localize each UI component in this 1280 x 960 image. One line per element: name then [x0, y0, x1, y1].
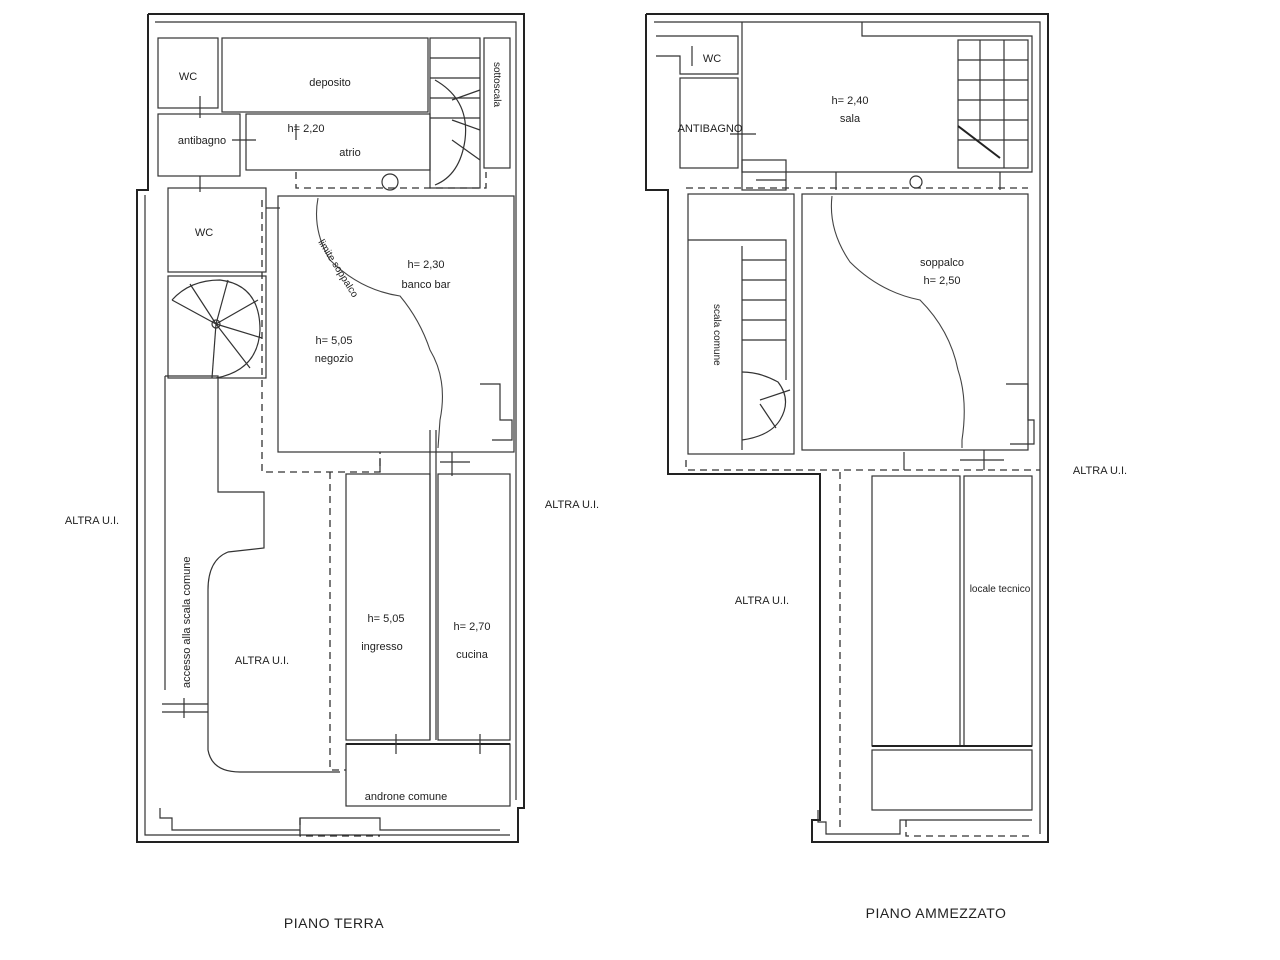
room-wc-mid: [167, 187, 267, 273]
room-atrio: [245, 113, 431, 171]
room-ingresso: [345, 473, 431, 741]
label-ingresso-height: h= 5,05: [367, 613, 404, 625]
label-atrio: atrio: [339, 147, 360, 159]
label-bar-height: h= 2,30: [407, 259, 444, 271]
label-sala-height: h= 2,40: [831, 95, 868, 107]
label-altra-right-ground: ALTRA U.I.: [545, 499, 599, 511]
label-access-corridor: accesso alla scala comune: [181, 557, 193, 688]
soppalco-edge-line: [315, 197, 443, 449]
label-cucina-height: h= 2,70: [453, 621, 490, 633]
label-soppalco-height: h= 2,50: [923, 275, 960, 287]
label-wc-mid: WC: [195, 227, 213, 239]
label-negozio-height: h= 5,05: [315, 335, 352, 347]
label-antibagno-mezz: ANTIBAGNO: [678, 123, 743, 135]
label-antibagno: antibagno: [178, 135, 226, 147]
stair-ground-spiral: [167, 275, 267, 379]
room-lower-left: [871, 475, 961, 747]
soppalco-vault-line: [830, 195, 965, 448]
room-antibagno-mezz: [679, 77, 739, 169]
room-wc-top: [157, 37, 219, 109]
label-atrio-height: h= 2,20: [287, 123, 324, 135]
mezzanine-plan: WC h= 2,40 sala ANTIBAGNO soppalco h= 2,…: [645, 13, 1127, 921]
ground-outer-wall: [136, 13, 525, 843]
label-locale-tecnico: locale tecnico: [970, 584, 1031, 595]
label-banco-bar: banco bar: [402, 279, 451, 291]
room-cucina: [437, 473, 511, 741]
room-sala: [741, 22, 1033, 173]
label-deposito: deposito: [309, 77, 351, 89]
mezzanine-outer-wall: [645, 13, 1049, 843]
label-sala: sala: [840, 113, 861, 125]
room-sottoscala: [483, 37, 511, 169]
label-altra-center: ALTRA U.I.: [735, 595, 789, 607]
label-wc-mezz: WC: [703, 53, 721, 65]
room-negozio: [277, 195, 515, 453]
label-ingresso: ingresso: [361, 641, 403, 653]
stair-scala-comune: [687, 193, 795, 455]
corridor-access: [165, 375, 340, 773]
label-altra-inner: ALTRA U.I.: [235, 655, 289, 667]
label-soppalco-edge: limite soppalco: [315, 238, 360, 300]
label-sottoscala: sottoscala: [491, 62, 502, 107]
room-wc-mezz: [656, 35, 739, 75]
room-deposito: [221, 37, 429, 113]
label-negozio: negozio: [315, 353, 354, 365]
label-altra-right-mezz: ALTRA U.I.: [1073, 465, 1127, 477]
stair-ground-top: [429, 37, 481, 189]
room-antibagno: [157, 113, 241, 177]
label-wc-top: WC: [179, 71, 197, 83]
label-scala-comune: scala comune: [711, 304, 722, 366]
label-altra-left: ALTRA U.I.: [65, 515, 119, 527]
title-piano-ammezzato: PIANO AMMEZZATO: [866, 905, 1007, 921]
label-cucina: cucina: [456, 649, 489, 661]
room-soppalco: [801, 193, 1029, 451]
label-androne: androne comune: [365, 791, 448, 803]
label-soppalco: soppalco: [920, 257, 964, 269]
title-piano-terra: PIANO TERRA: [284, 915, 384, 931]
room-locale-tecnico: [963, 475, 1033, 747]
ground-floor-plan: WC deposito sottoscala antibagno h= 2,20…: [65, 13, 599, 931]
stair-mezz-top: [957, 39, 1029, 169]
